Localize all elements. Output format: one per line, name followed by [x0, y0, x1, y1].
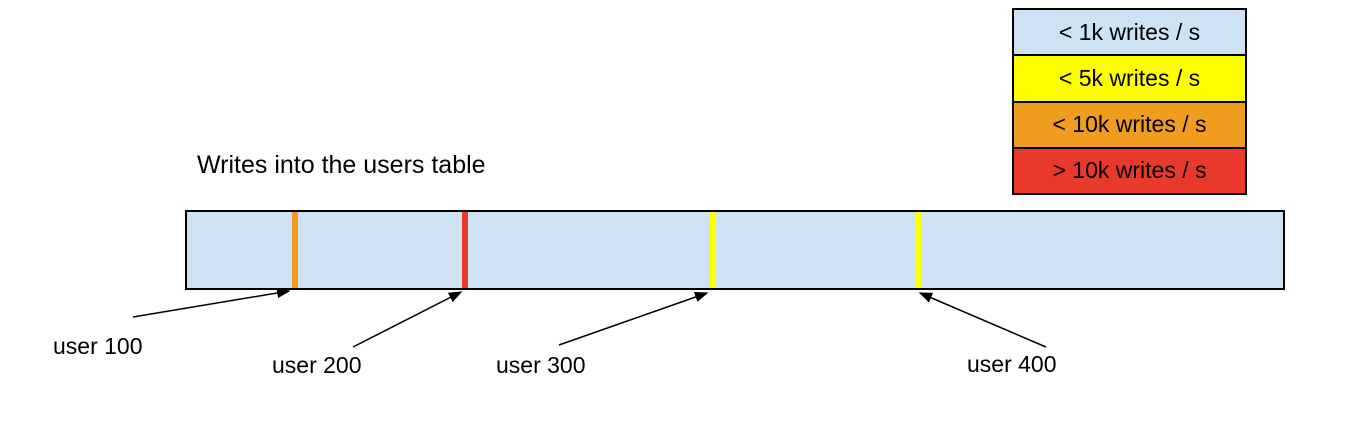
callout-label-user-300: user 300: [496, 352, 586, 378]
legend-row-lt-5k: < 5k writes / s: [1014, 54, 1245, 101]
write-rate-legend: < 1k writes / s < 5k writes / s < 10k wr…: [1012, 8, 1247, 195]
callout-label-user-200: user 200: [272, 352, 362, 378]
users-table-bar: [185, 210, 1285, 290]
legend-row-gt-10k: > 10k writes / s: [1014, 146, 1245, 193]
hotspot-marker-user-300: [710, 212, 716, 288]
hotspot-marker-user-400: [915, 212, 921, 288]
arrow-user-200-icon: [352, 291, 463, 348]
diagram-title: Writes into the users table: [197, 151, 486, 179]
callout-label-user-100: user 100: [53, 333, 143, 359]
legend-row-lt-1k: < 1k writes / s: [1014, 10, 1245, 55]
arrow-user-300-icon: [558, 292, 709, 346]
callout-label-user-400: user 400: [967, 351, 1057, 377]
arrow-user-400-icon: [918, 292, 1047, 348]
hotspot-marker-user-200: [462, 212, 468, 288]
hotspot-marker-user-100: [292, 212, 298, 288]
arrow-user-100-icon: [132, 287, 291, 318]
legend-row-lt-10k: < 10k writes / s: [1014, 100, 1245, 147]
